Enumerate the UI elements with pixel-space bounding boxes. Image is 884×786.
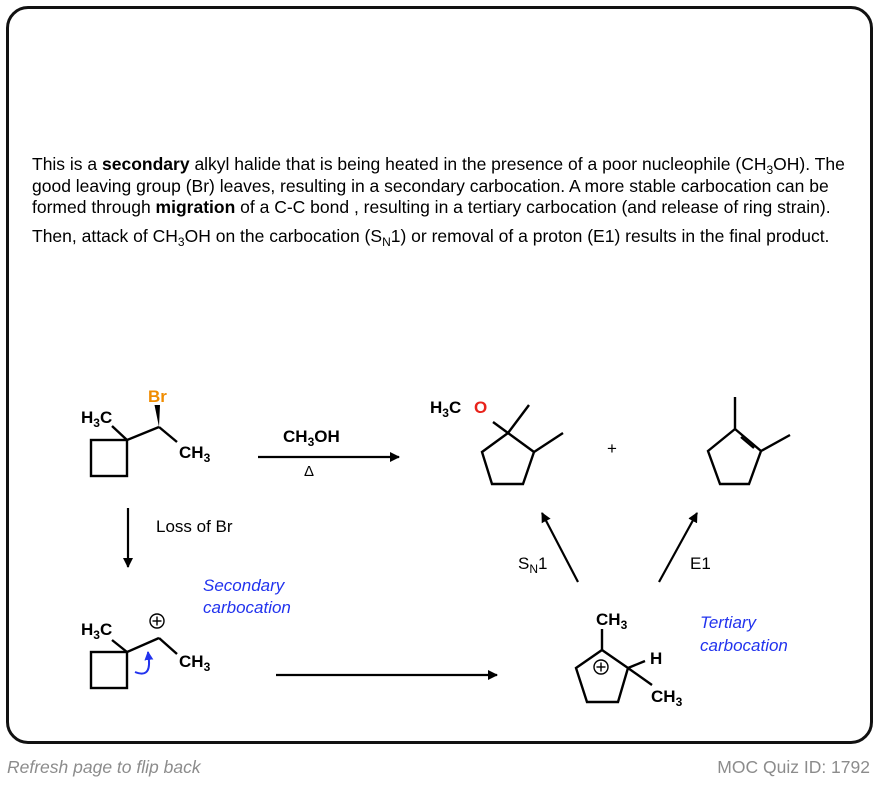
explanation-paragraph-1: This is a secondary alkyl halide that is… (32, 154, 845, 217)
sm-h3c-label: H3C (81, 408, 112, 430)
plus-charge-icon (149, 613, 165, 629)
tertiary-plus-charge-icon (593, 659, 609, 675)
explanation-text: This is a secondary alkyl halide that is… (32, 154, 872, 249)
sn1-arrow (541, 512, 579, 583)
quiz-id: MOC Quiz ID: 1792 (717, 757, 870, 777)
migration-curved-arrow-icon (134, 651, 154, 675)
e1-label: E1 (690, 554, 711, 573)
intermediate-secondary (89, 636, 178, 690)
intermediate-tertiary (574, 629, 653, 704)
starting-material (89, 425, 178, 478)
loss-of-br-label: Loss of Br (156, 517, 233, 536)
sn1-label: SN1 (518, 554, 547, 576)
plus-sign: + (607, 439, 617, 458)
product-e1 (706, 397, 791, 486)
reagent-heat: Δ (304, 463, 314, 480)
int1-ch3-label: CH3 (179, 652, 211, 674)
int2-ch3-bottom: CH3 (651, 687, 683, 709)
wedge-bond (154, 405, 160, 427)
explanation-paragraph-2: Then, attack of CH3OH on the carbocation… (32, 225, 830, 249)
reagent-ch3oh: CH3OH (283, 427, 340, 449)
prod1-h3c-label: H3C (430, 398, 461, 420)
int2-ch3-top: CH3 (596, 610, 628, 632)
sm-bromine: Br (148, 387, 167, 406)
sm-ch3-label: CH3 (179, 443, 211, 465)
int1-h3c-label: H3C (81, 620, 112, 642)
int2-hydrogen: H (650, 649, 662, 668)
e1-arrow (658, 512, 698, 583)
refresh-hint[interactable]: Refresh page to flip back (7, 757, 201, 777)
prod1-oxygen: O (474, 398, 487, 417)
product-sn1 (480, 404, 564, 486)
